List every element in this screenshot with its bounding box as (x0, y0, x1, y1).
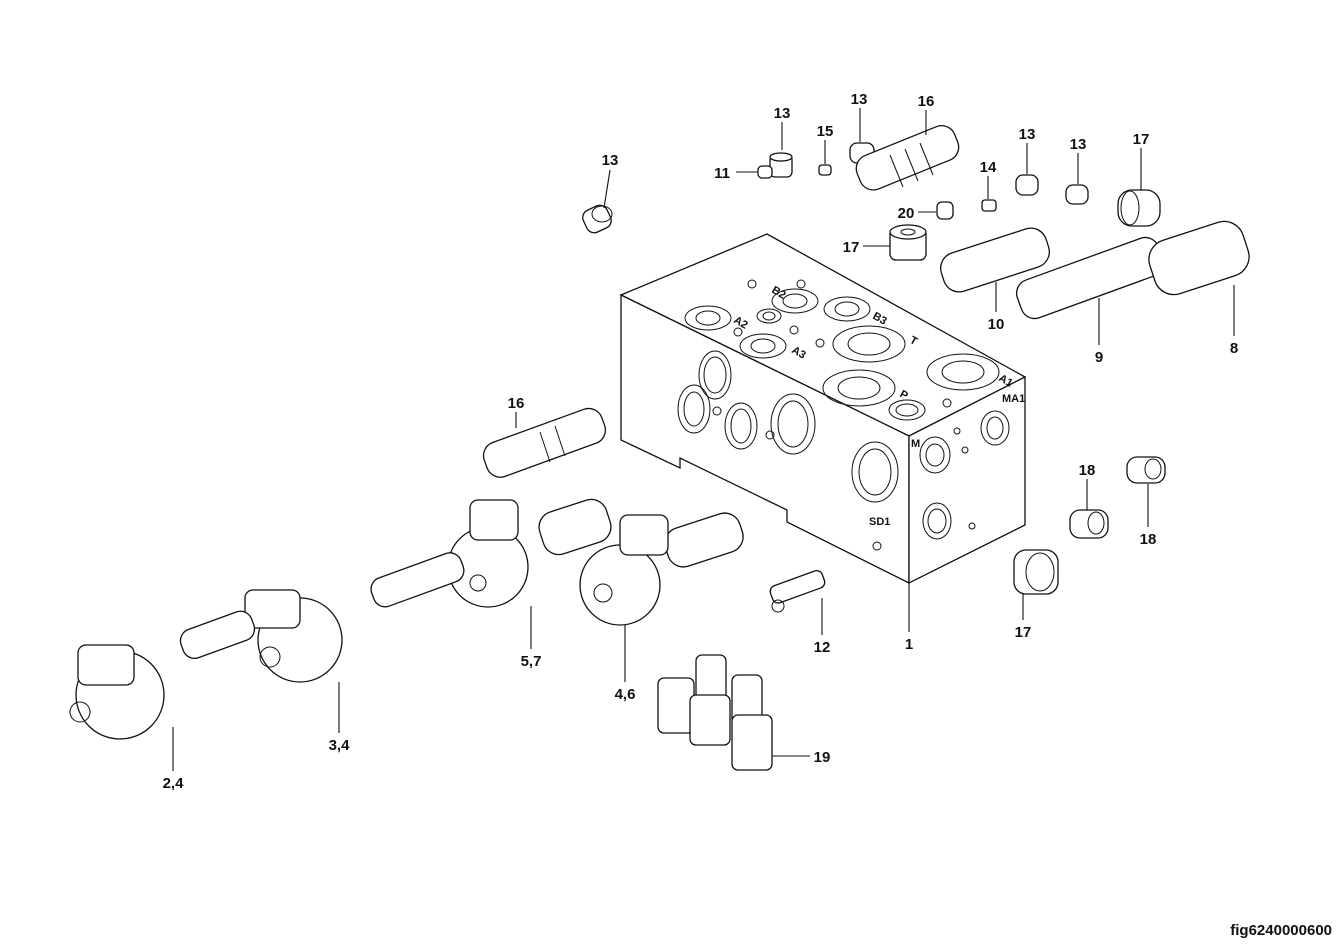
pin-15 (818, 164, 832, 176)
plug-13 (1015, 174, 1039, 196)
plug-17 (1013, 549, 1059, 595)
callout-19: 19 (814, 749, 831, 766)
plug-8 (1148, 220, 1250, 296)
callout-10: 10 (988, 316, 1005, 333)
solenoid-2-4 (69, 610, 256, 740)
leader-lines (172, 108, 1235, 771)
plug-13 (1065, 184, 1089, 205)
callout-11: 11 (714, 165, 730, 182)
pin-11 (757, 165, 773, 179)
callout-14: 14 (980, 159, 997, 176)
callout-18: 18 (1140, 531, 1157, 548)
callouts: 13 11 13 15 13 16 13 14 20 13 17 17 10 9… (163, 91, 1239, 792)
callout-17: 17 (843, 239, 860, 256)
callout-1: 1 (905, 636, 913, 653)
valve-block: B2 A2 B3 T A3 A1 P MA1 M SD1 (619, 233, 1027, 585)
plug-13 (582, 204, 613, 234)
plug-17 (1117, 189, 1161, 227)
callout-13: 13 (851, 91, 868, 108)
callout-2-4: 2,4 (163, 775, 185, 792)
marking-m: M (911, 438, 920, 450)
plug-13 (769, 152, 793, 178)
callout-18: 18 (1079, 462, 1096, 479)
callout-13: 13 (1070, 136, 1087, 153)
callout-16: 16 (508, 395, 525, 412)
plug-18 (1069, 509, 1109, 539)
callout-15: 15 (817, 123, 834, 140)
solenoid-4-6 (579, 512, 744, 626)
marking-sd1: SD1 (869, 516, 890, 528)
plug-17 (889, 224, 927, 261)
callout-12: 12 (814, 639, 831, 656)
callout-5-7: 5,7 (521, 653, 542, 670)
pin-14 (981, 199, 997, 212)
callout-13: 13 (1019, 126, 1036, 143)
callout-4-6: 4,6 (615, 686, 636, 703)
solenoid-5-7 (447, 498, 612, 608)
cartridge-16 (482, 407, 607, 478)
marking-ma1: MA1 (1002, 393, 1025, 405)
pin-20 (936, 201, 954, 220)
callout-16: 16 (918, 93, 935, 110)
callout-13: 13 (602, 152, 619, 169)
figure-id: fig6240000600 (1230, 922, 1332, 939)
solenoid-3-4 (244, 552, 465, 683)
callout-3-4: 3,4 (329, 737, 351, 754)
callout-9: 9 (1095, 349, 1103, 366)
plug-18 (1126, 456, 1166, 484)
callout-20: 20 (898, 205, 915, 222)
callout-8: 8 (1230, 340, 1238, 357)
callout-13: 13 (774, 105, 791, 122)
cartridge-10 (940, 227, 1050, 293)
fitting-12 (769, 570, 826, 613)
callout-17: 17 (1015, 624, 1032, 641)
cartridge-16 (855, 125, 960, 191)
fittings-19 (657, 654, 773, 771)
callout-17: 17 (1133, 131, 1150, 148)
